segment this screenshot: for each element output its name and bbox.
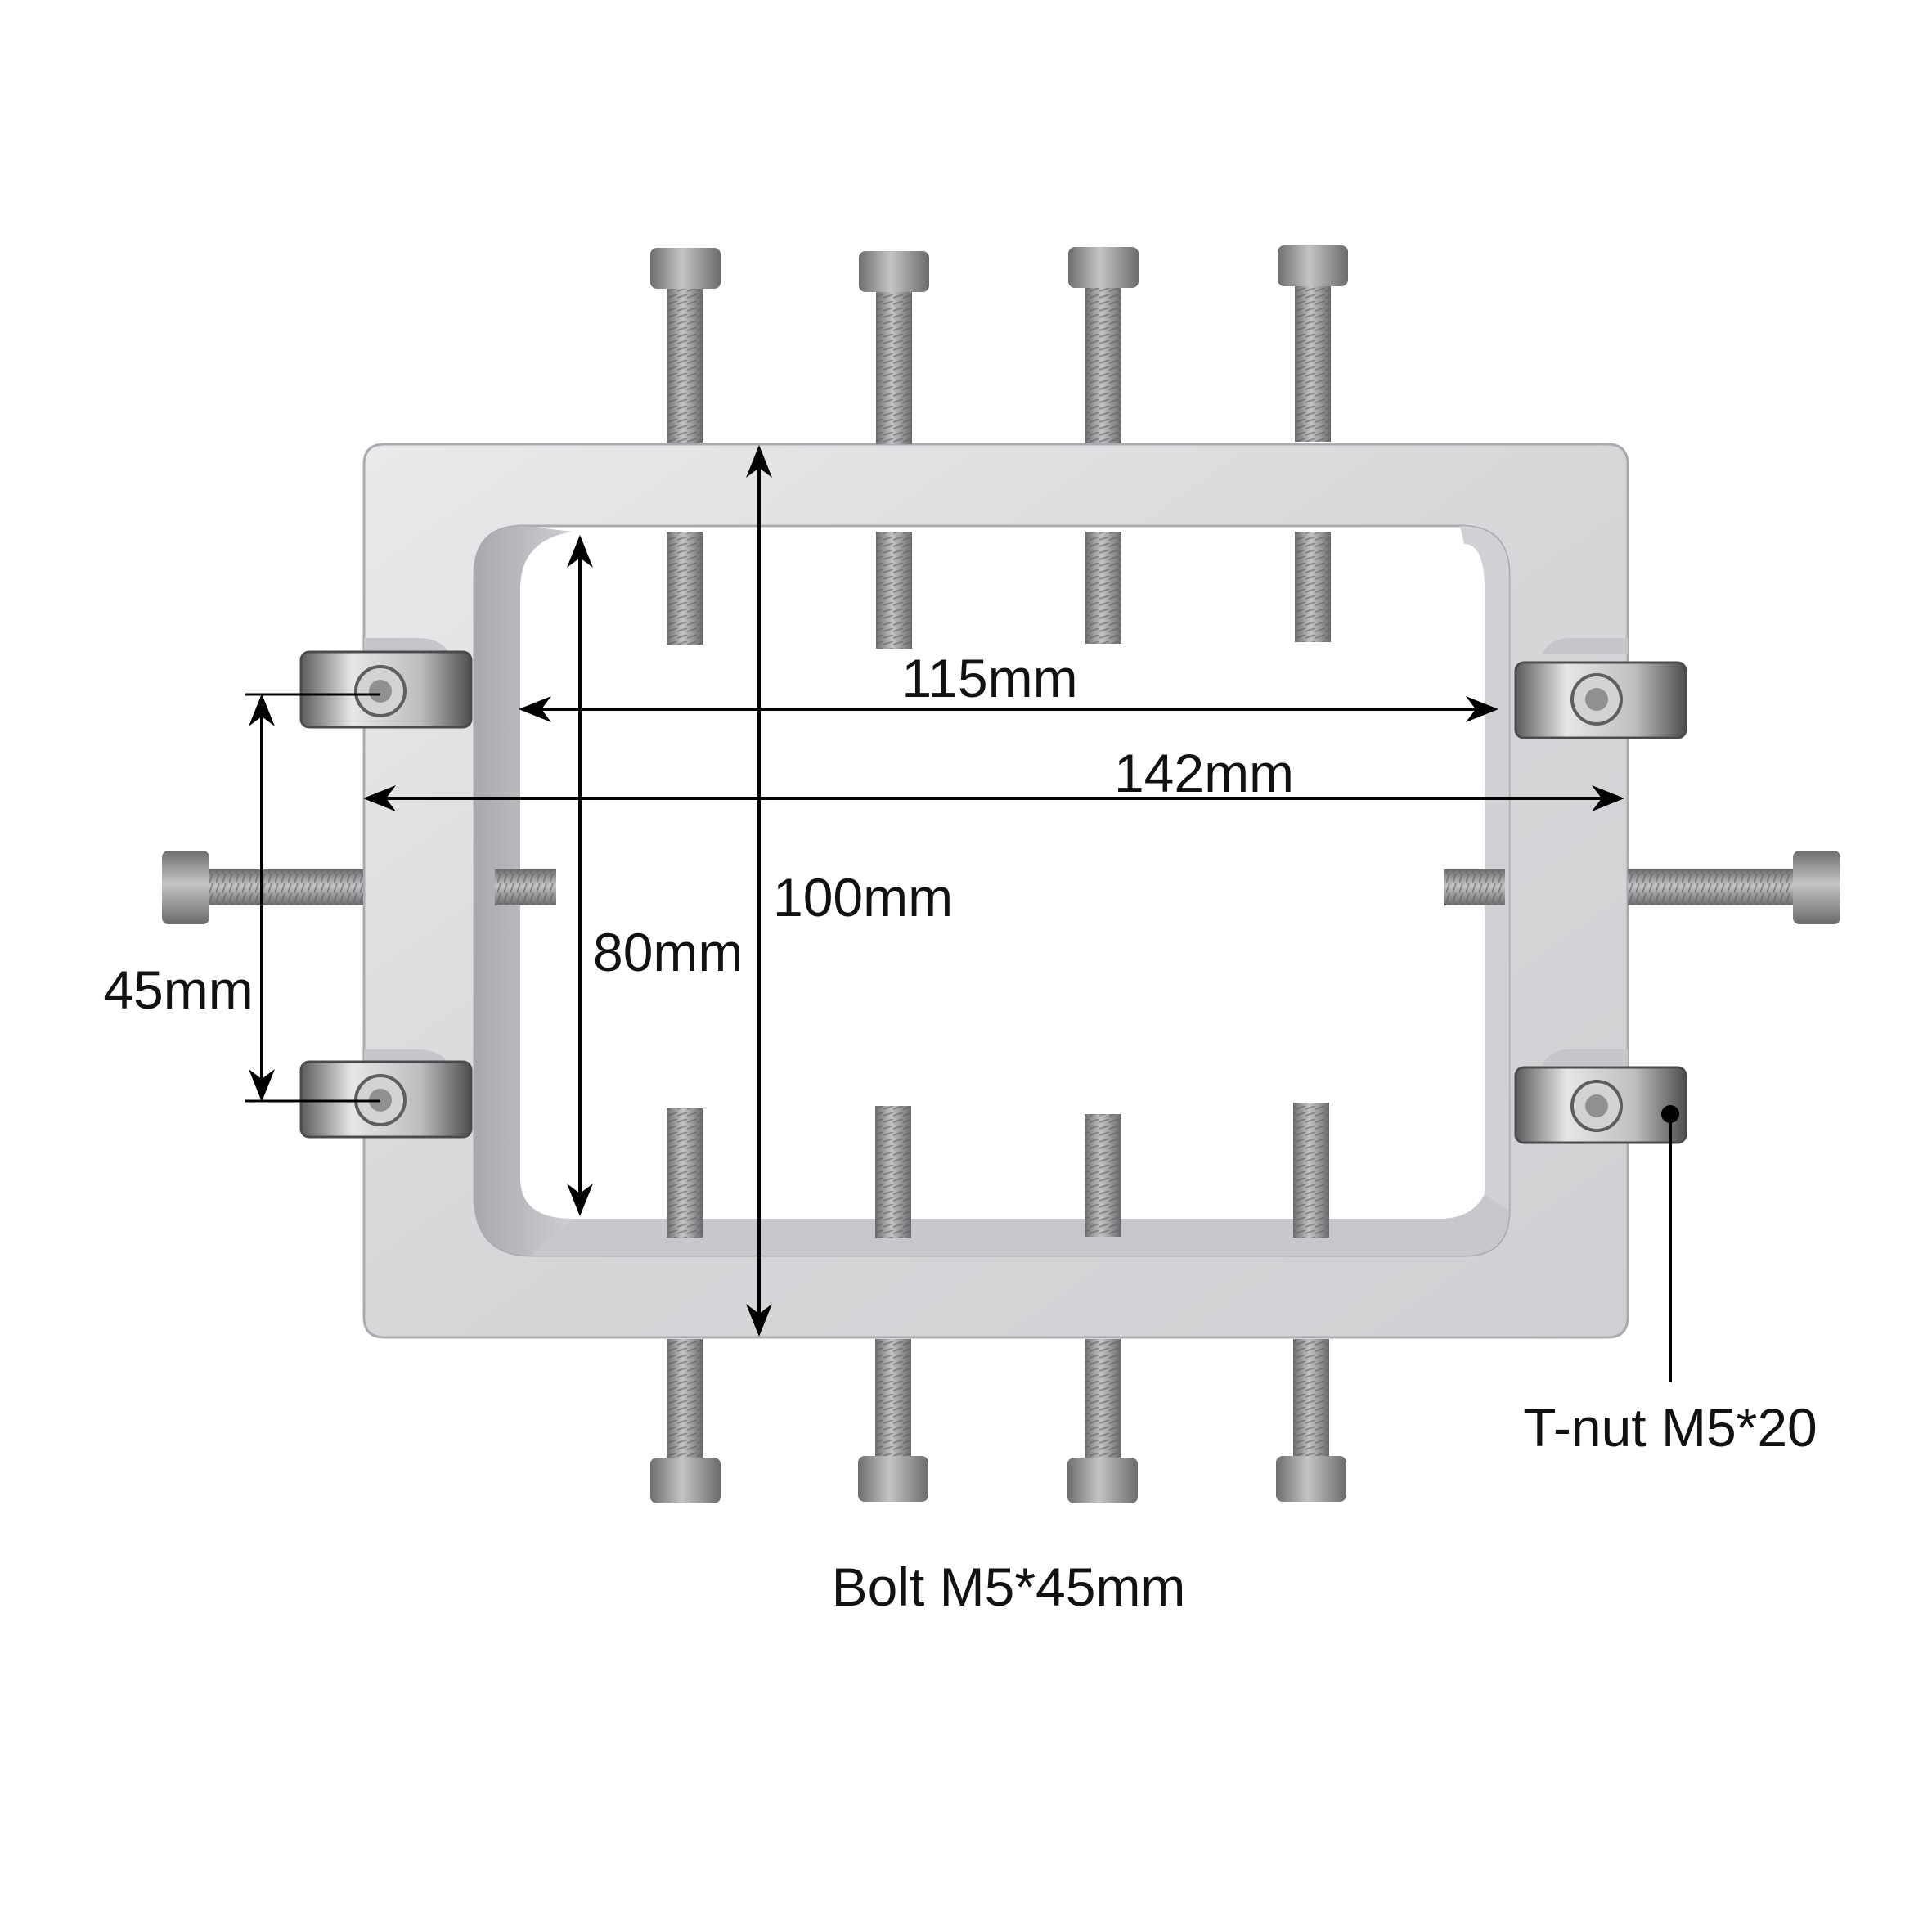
bolt-right bbox=[1444, 851, 1840, 924]
label-115mm: 115mm bbox=[901, 648, 1077, 708]
dimension-lines bbox=[245, 445, 1672, 1382]
t-nut-top-right bbox=[1514, 638, 1687, 739]
bolt bbox=[1068, 247, 1139, 644]
t-nut-bottom-right bbox=[1514, 1049, 1687, 1144]
label-80mm: 80mm bbox=[593, 922, 743, 982]
top-bolts bbox=[650, 245, 1348, 649]
bolt bbox=[859, 251, 929, 649]
inner-wall-left bbox=[474, 526, 573, 1256]
label-100mm: 100mm bbox=[773, 867, 953, 928]
bolt bbox=[650, 1108, 721, 1503]
label-142mm: 142mm bbox=[1114, 743, 1294, 803]
bottom-bolts bbox=[650, 1103, 1346, 1503]
t-nut-bottom-left bbox=[299, 1049, 473, 1139]
label-45mm: 45mm bbox=[103, 959, 253, 1020]
labels: 115mm 142mm 100mm 80mm 45mm T-nut M5*20 … bbox=[103, 648, 1817, 1617]
leader-dot-icon bbox=[1661, 1105, 1679, 1123]
bolt bbox=[1276, 1103, 1346, 1502]
bolt bbox=[650, 248, 721, 645]
bolt-left bbox=[162, 851, 556, 924]
label-tnut: T-nut M5*20 bbox=[1523, 1397, 1817, 1458]
inner-wall-bottom bbox=[532, 1194, 1509, 1256]
t-nut-top-left bbox=[299, 638, 473, 729]
t-nuts bbox=[299, 638, 1687, 1144]
inner-wall-right bbox=[1460, 526, 1509, 1211]
label-bolt: Bolt M5*45mm bbox=[832, 1557, 1186, 1617]
bolt bbox=[858, 1106, 928, 1502]
bolt bbox=[1067, 1114, 1138, 1503]
bolt bbox=[1278, 245, 1348, 642]
side-bolts bbox=[162, 851, 1840, 924]
